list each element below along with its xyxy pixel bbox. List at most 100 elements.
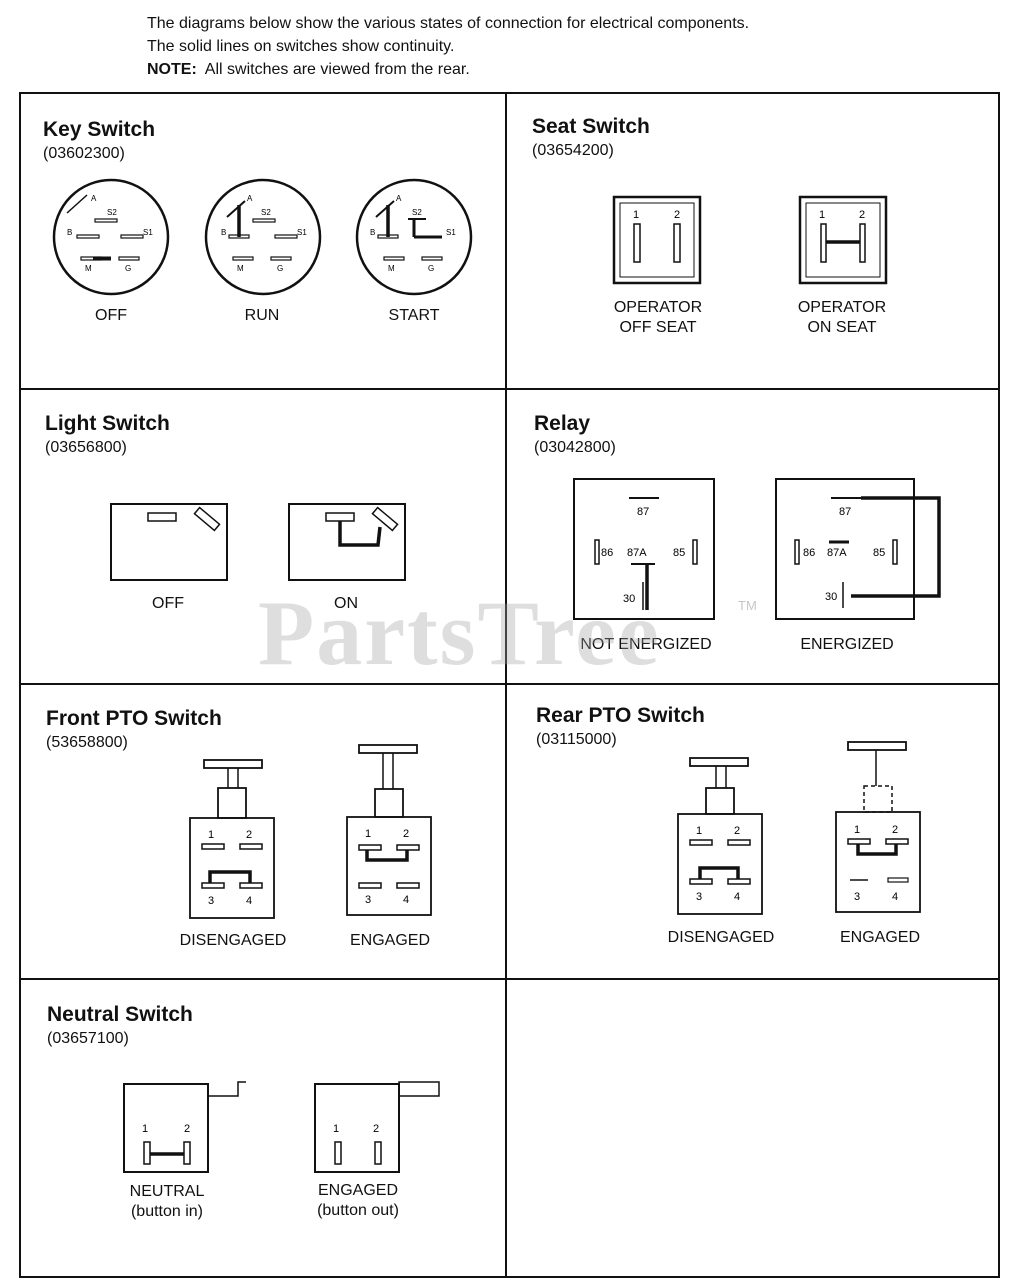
relay-part-number: (03042800) — [534, 439, 616, 456]
seat-switch-title: Seat Switch — [532, 115, 650, 138]
key-switch-start-diagram: A S2 B S1 M G — [355, 178, 473, 296]
key-run-label-m: M — [237, 264, 244, 273]
engaged-terminal-2: 2 — [373, 1123, 379, 1135]
key-switch-run-diagram: A S2 B S1 M G — [204, 178, 322, 296]
trademark-symbol: TM — [738, 598, 757, 613]
light-switch-state-off: OFF — [152, 595, 184, 612]
rear-pto-state-disengaged: DISENGAGED — [667, 929, 775, 946]
neutral-state-line-1: NEUTRAL — [129, 1183, 205, 1200]
seat-off-line-1: OPERATOR — [613, 299, 703, 316]
grid-row-divider-3 — [19, 978, 999, 980]
key-start-label-a: A — [396, 194, 402, 203]
relay-e-terminal-85: 85 — [873, 547, 885, 559]
key-switch-state-off: OFF — [95, 307, 127, 324]
seat-off-terminal-2: 2 — [674, 209, 680, 221]
key-run-label-a: A — [247, 194, 253, 203]
light-switch-state-on: ON — [334, 595, 358, 612]
grid-right-border — [998, 92, 1000, 1278]
key-run-label-s1: S1 — [297, 228, 307, 237]
front-pto-engaged-diagram: 1 2 3 4 — [346, 744, 432, 916]
neutral-switch-state-neutral: NEUTRAL (button in) — [67, 1182, 267, 1222]
note-text: All switches are viewed from the rear. — [204, 61, 470, 78]
rear-pto-dis-terminal-3: 3 — [696, 891, 702, 903]
key-off-label-a: A — [91, 194, 97, 203]
rear-pto-dis-terminal-4: 4 — [734, 891, 740, 903]
relay-e-terminal-87a: 87A — [827, 547, 847, 559]
relay-e-terminal-86: 86 — [803, 547, 815, 559]
key-switch-part-number: (03602300) — [43, 145, 125, 162]
key-start-label-s1: S1 — [446, 228, 456, 237]
rear-pto-dis-terminal-2: 2 — [734, 825, 740, 837]
key-off-label-g: G — [125, 264, 131, 273]
rear-pto-eng-terminal-4: 4 — [892, 891, 898, 903]
front-pto-eng-terminal-2: 2 — [403, 828, 409, 840]
relay-state-not-energized: NOT ENERGIZED — [580, 636, 712, 653]
rear-pto-eng-terminal-3: 3 — [854, 891, 860, 903]
rear-pto-disengaged-diagram: 1 2 3 4 — [677, 757, 763, 915]
seat-switch-on-diagram: 1 2 — [798, 195, 888, 285]
front-pto-part-number: (53658800) — [46, 734, 128, 751]
relay-ne-terminal-87a: 87A — [627, 547, 647, 559]
key-run-label-b: B — [221, 228, 226, 237]
rear-pto-engaged-diagram: 1 2 3 4 — [835, 741, 921, 913]
key-switch-state-run: RUN — [244, 307, 280, 324]
grid-left-border — [19, 92, 21, 1278]
front-pto-eng-terminal-3: 3 — [365, 894, 371, 906]
seat-off-terminal-1: 1 — [633, 209, 639, 221]
seat-switch-off-diagram: 1 2 — [612, 195, 702, 285]
grid-bottom-border — [19, 1276, 999, 1278]
front-pto-dis-terminal-4: 4 — [246, 895, 252, 907]
seat-switch-state-off-seat: OPERATOR OFF SEAT — [558, 298, 758, 338]
grid-row-divider-1 — [19, 388, 999, 390]
relay-ne-terminal-85: 85 — [673, 547, 685, 559]
grid-top-border — [19, 92, 999, 94]
front-pto-disengaged-diagram: 1 2 3 4 — [189, 759, 275, 919]
partstree-watermark: PartsTree — [258, 582, 661, 684]
front-pto-dis-terminal-2: 2 — [246, 829, 252, 841]
seat-switch-state-on-seat: OPERATOR ON SEAT — [742, 298, 942, 338]
relay-not-energized-diagram: 87 86 87A 85 30 — [573, 478, 715, 620]
key-off-label-b: B — [67, 228, 72, 237]
key-switch-state-start: START — [388, 307, 440, 324]
key-switch-off-diagram: A S2 B S1 M G — [52, 178, 170, 296]
front-pto-title: Front PTO Switch — [46, 707, 222, 730]
front-pto-dis-terminal-1: 1 — [208, 829, 214, 841]
key-start-label-s2: S2 — [412, 208, 422, 217]
grid-center-divider — [505, 92, 507, 1278]
key-switch-title: Key Switch — [43, 118, 156, 141]
rear-pto-state-engaged: ENGAGED — [839, 929, 920, 946]
neutral-switch-part-number: (03657100) — [47, 1030, 129, 1047]
light-switch-title: Light Switch — [45, 412, 170, 435]
key-off-label-s1: S1 — [143, 228, 153, 237]
seat-on-line-1: OPERATOR — [797, 299, 887, 316]
relay-ne-terminal-87: 87 — [637, 506, 649, 518]
rear-pto-eng-terminal-2: 2 — [892, 824, 898, 836]
intro-note: NOTE: All switches are viewed from the r… — [147, 58, 749, 81]
engaged-terminal-1: 1 — [333, 1123, 339, 1135]
light-switch-on-diagram — [288, 503, 406, 581]
neutral-state-line-2: (button in) — [130, 1203, 204, 1220]
relay-ne-terminal-30: 30 — [623, 593, 635, 605]
neutral-switch-title: Neutral Switch — [47, 1003, 193, 1026]
relay-state-energized: ENERGIZED — [800, 636, 894, 653]
relay-energized-diagram: 87 86 87A 85 30 — [775, 478, 941, 620]
key-off-label-m: M — [85, 264, 92, 273]
front-pto-state-engaged: ENGAGED — [349, 932, 430, 949]
relay-title: Relay — [534, 412, 591, 435]
seat-switch-part-number: (03654200) — [532, 142, 614, 159]
neutral-terminal-1: 1 — [142, 1123, 148, 1135]
intro-text: The diagrams below show the various stat… — [147, 12, 749, 81]
rear-pto-eng-terminal-1: 1 — [854, 824, 860, 836]
rear-pto-part-number: (03115000) — [536, 731, 617, 748]
note-label: NOTE: — [147, 61, 197, 78]
relay-ne-terminal-86: 86 — [601, 547, 613, 559]
rear-pto-dis-terminal-1: 1 — [696, 825, 702, 837]
key-start-label-g: G — [428, 264, 434, 273]
key-run-label-g: G — [277, 264, 283, 273]
seat-off-line-2: OFF SEAT — [619, 319, 697, 336]
seat-on-terminal-1: 1 — [819, 209, 825, 221]
key-off-label-s2: S2 — [107, 208, 117, 217]
seat-on-terminal-2: 2 — [859, 209, 865, 221]
engaged-state-line-2: (button out) — [317, 1202, 399, 1219]
intro-line-2: The solid lines on switches show continu… — [147, 38, 455, 55]
